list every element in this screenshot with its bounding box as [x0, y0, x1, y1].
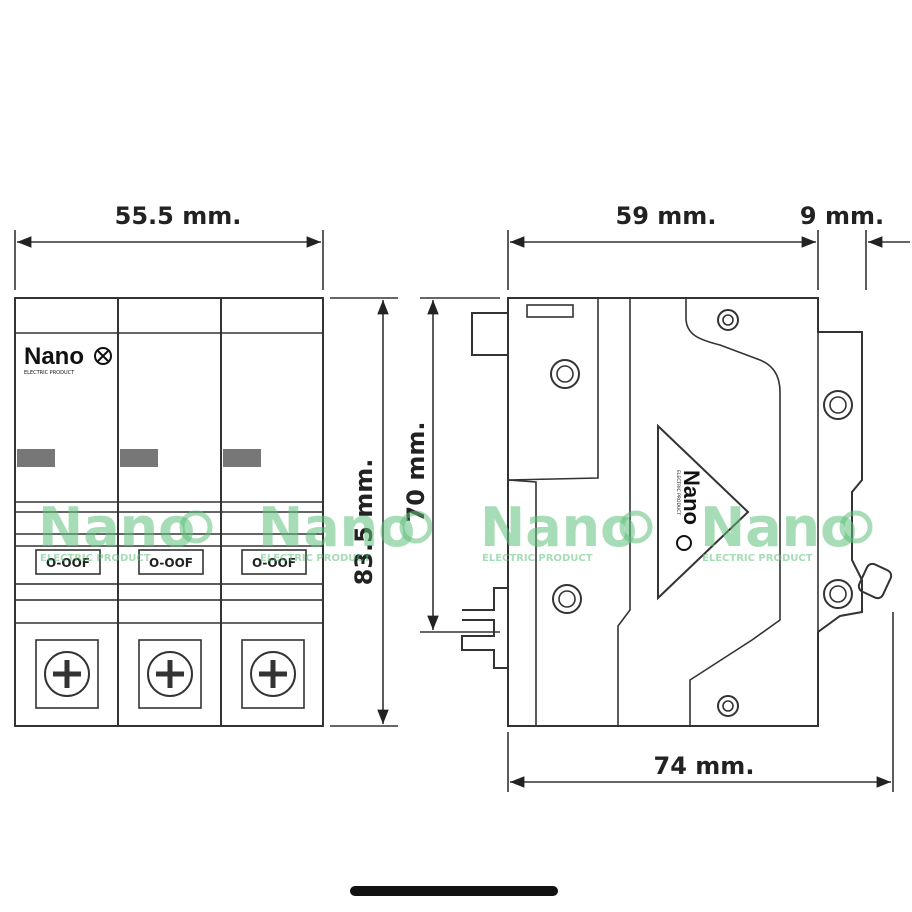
watermark: Nano ELECTRIC PRODUCT: [480, 496, 653, 564]
watermark-subtext: ELECTRIC PRODUCT: [482, 553, 593, 564]
switch-indicator: [223, 449, 261, 467]
watermark: Nano ELECTRIC PRODUCT: [38, 496, 213, 564]
dim-label-height-inner: 70 mm.: [402, 422, 430, 523]
switch-label: O-OOF: [149, 556, 193, 570]
watermark-text: Nano: [700, 496, 857, 559]
brand-logo-icon: [97, 350, 109, 362]
watermark-logo-icon: [619, 510, 653, 544]
switch-label-box: [241, 549, 307, 575]
home-indicator[interactable]: [350, 886, 558, 896]
handle-bar: [14, 583, 324, 601]
side-cover-profile: [507, 479, 537, 726]
watermark-text: Nano: [258, 496, 415, 559]
watermark: Nano ELECTRIC PRODUCT: [700, 496, 873, 564]
screw-icon: [823, 579, 853, 609]
side-view: Nano ELECTRIC PRODUCT: [461, 297, 893, 727]
side-brand-logo-icon: [676, 535, 692, 551]
switch-label-box: [138, 549, 204, 575]
side-cover-profile: [507, 298, 781, 726]
terminal-screw-icon: [35, 639, 99, 709]
watermark-logo-icon: [839, 510, 873, 544]
switch-label: O-OOF: [252, 556, 296, 570]
watermark-subtext: ELECTRIC PRODUCT: [260, 553, 371, 564]
switch-indicator: [120, 449, 158, 467]
watermarks: Nano ELECTRIC PRODUCT Nano ELECTRIC PROD…: [38, 496, 873, 564]
watermark-text: Nano: [480, 496, 637, 559]
side-triangle-label: [657, 423, 750, 601]
terminal-screw-icon: [138, 639, 202, 709]
screw-icon: [550, 359, 580, 389]
watermark-subtext: ELECTRIC PRODUCT: [702, 553, 813, 564]
dim-label-height-total: 83.5 mm.: [350, 459, 378, 586]
side-lever: [857, 562, 893, 600]
screw-icon: [552, 584, 582, 614]
watermark: Nano ELECTRIC PRODUCT: [258, 496, 433, 564]
terminal-screw-icon: [241, 639, 305, 709]
din-clip-top: [471, 312, 509, 356]
brand-logo-icon: [94, 347, 112, 365]
dim-label-depth-total: 74 mm.: [654, 752, 755, 780]
dim-label-width-front: 55.5 mm.: [115, 202, 242, 230]
switch-indicator: [17, 449, 55, 467]
watermark-text: Nano: [38, 496, 195, 559]
switch-label-box: [35, 549, 101, 575]
brand-subtitle: ELECTRIC PRODUCT: [24, 370, 75, 376]
side-brand-subtitle: ELECTRIC PRODUCT: [675, 470, 681, 515]
screw-icon: [717, 695, 739, 717]
screw-icon: [823, 390, 853, 420]
side-brand-logo: Nano: [679, 470, 704, 525]
dimension-lines: 55.5 mm. 59 mm. 9 mm. 83.5 mm. 70 mm. 74…: [14, 202, 910, 792]
watermark-subtext: ELECTRIC PRODUCT: [40, 553, 151, 564]
front-view: O-OOF O-OOF O-OOF Nano ELECTRIC PRODUCT: [14, 297, 324, 727]
brand-logo: Nano: [24, 343, 84, 370]
watermark-logo-icon: [399, 510, 433, 544]
dim-label-offset: 9 mm.: [800, 202, 884, 230]
din-clip-bottom: [461, 587, 508, 669]
dim-label-width-side: 59 mm.: [616, 202, 717, 230]
switch-label: O-OOF: [46, 556, 90, 570]
screw-icon: [717, 309, 739, 331]
side-window: [526, 304, 574, 318]
watermark-logo-icon: [179, 510, 213, 544]
